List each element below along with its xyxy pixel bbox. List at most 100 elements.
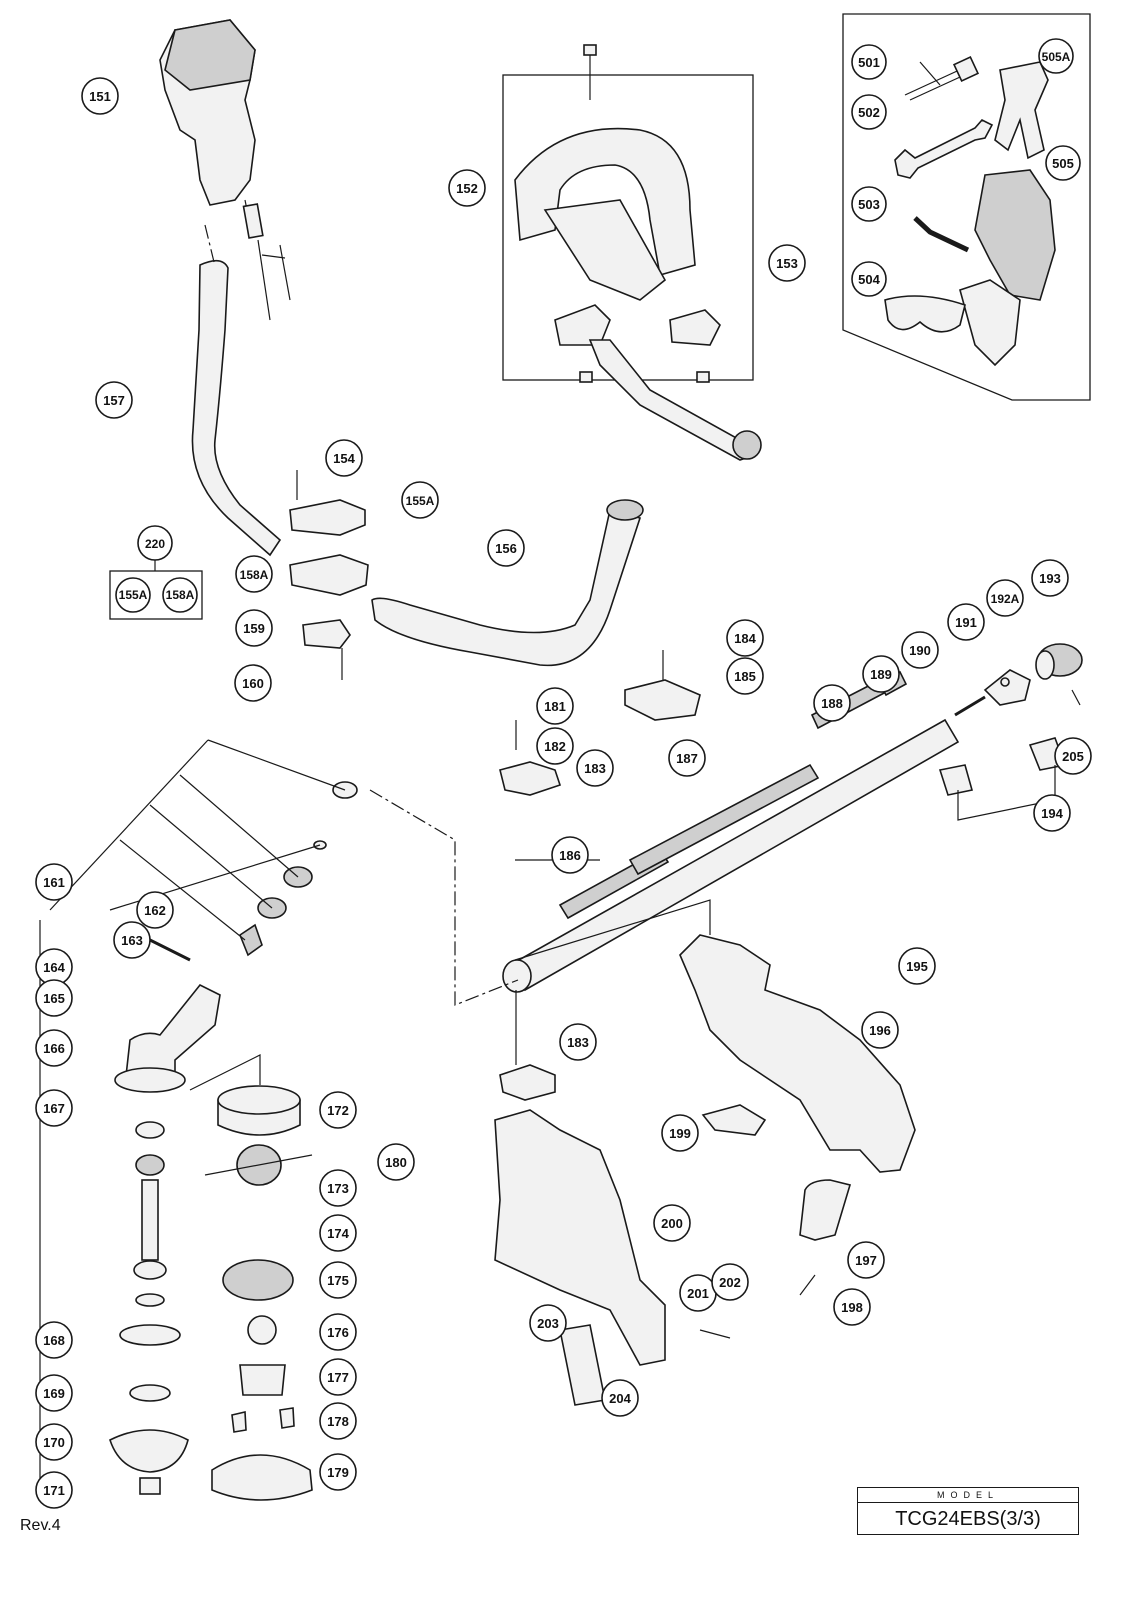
callout-175: 175 xyxy=(319,1261,357,1299)
callout-label: 158A xyxy=(240,568,269,582)
callout-193: 193 xyxy=(1031,559,1069,597)
callout-label: 505 xyxy=(1052,156,1074,171)
shoulder-harness-505 xyxy=(959,169,1056,367)
callout-178: 178 xyxy=(319,1402,357,1440)
callout-label: 189 xyxy=(870,667,892,682)
callout-169: 169 xyxy=(35,1374,73,1412)
callout-187: 187 xyxy=(668,739,706,777)
callout-label: 162 xyxy=(144,903,166,918)
callout-158A: 158A xyxy=(235,555,273,593)
model-caption: MODEL xyxy=(858,1488,1078,1503)
callout-196: 196 xyxy=(861,1011,899,1049)
callout-200: 200 xyxy=(653,1204,691,1242)
goggles-504 xyxy=(884,295,966,333)
callout-label: 183 xyxy=(584,761,606,776)
callout-156: 156 xyxy=(487,529,525,567)
clips-194 xyxy=(938,737,1067,796)
handle-bar-assembly-152 xyxy=(502,44,762,461)
assembly-lines xyxy=(49,739,1056,1091)
callout-190: 190 xyxy=(901,631,939,669)
callout-layer: 151152153154155A156157158A15916016116216… xyxy=(35,38,1092,1509)
shaft-assembly xyxy=(502,670,986,993)
kit-220-label: 220 xyxy=(145,537,165,551)
callout-157: 157 xyxy=(95,381,133,419)
callout-label: 503 xyxy=(858,197,880,212)
callout-181: 181 xyxy=(536,687,574,725)
callout-199: 199 xyxy=(661,1114,699,1152)
callout-label: 183 xyxy=(567,1035,589,1050)
callout-label: 160 xyxy=(242,676,264,691)
callout-182: 182 xyxy=(536,727,574,765)
lower-clamp-183 xyxy=(499,990,556,1101)
clamp-bracket-192A xyxy=(983,669,1031,706)
callout-label: 185 xyxy=(734,669,756,684)
loop-handle-156 xyxy=(371,499,644,667)
hex-key-503 xyxy=(913,216,970,253)
callout-label: 168 xyxy=(43,1333,65,1348)
trimmer-head-180 xyxy=(204,1085,313,1501)
callout-label: 153 xyxy=(776,256,798,271)
callout-label: 169 xyxy=(43,1386,65,1401)
callout-163: 163 xyxy=(113,921,151,959)
callout-label: 159 xyxy=(243,621,265,636)
callout-label: 202 xyxy=(719,1275,741,1290)
callout-162: 162 xyxy=(136,891,174,929)
callout-202: 202 xyxy=(711,1263,749,1301)
callout-label: 157 xyxy=(103,393,125,408)
clamp-assembly xyxy=(289,470,369,680)
callout-172: 172 xyxy=(319,1091,357,1129)
callout-label: 173 xyxy=(327,1181,349,1196)
callout-label: 182 xyxy=(544,739,566,754)
callout-192A: 192A xyxy=(986,579,1024,617)
revision-label: Rev.4 xyxy=(20,1517,61,1534)
callout-153: 153 xyxy=(768,244,806,282)
callout-167: 167 xyxy=(35,1089,73,1127)
grip-assembly-151 xyxy=(159,19,291,321)
callout-160: 160 xyxy=(234,664,272,702)
callout-159: 159 xyxy=(235,609,273,647)
callout-505: 505 xyxy=(1045,145,1081,181)
callout-185: 185 xyxy=(726,657,764,695)
callout-504: 504 xyxy=(851,261,887,297)
callout-label: 187 xyxy=(676,751,698,766)
callout-label: 184 xyxy=(734,631,756,646)
gear-case-assembly xyxy=(39,781,358,1495)
guard-196 xyxy=(679,934,916,1296)
callout-label: 174 xyxy=(327,1226,349,1241)
callout-label: 195 xyxy=(906,959,928,974)
callout-177: 177 xyxy=(319,1358,357,1396)
callout-205: 205 xyxy=(1054,737,1092,775)
callout-501: 501 xyxy=(851,44,887,80)
callout-194: 194 xyxy=(1033,794,1071,832)
callout-label: 205 xyxy=(1062,749,1084,764)
callout-154: 154 xyxy=(325,439,363,477)
callout-label: 165 xyxy=(43,991,65,1006)
callout-label: 191 xyxy=(955,615,977,630)
callout-label: 171 xyxy=(43,1483,65,1498)
callout-186: 186 xyxy=(551,836,589,874)
callout-168: 168 xyxy=(35,1321,73,1359)
callout-503: 503 xyxy=(851,186,887,222)
callout-183: 183 xyxy=(559,1023,597,1061)
callout-170: 170 xyxy=(35,1423,73,1461)
callout-label: 161 xyxy=(43,875,65,890)
callout-203: 203 xyxy=(529,1304,567,1342)
callout-label: 196 xyxy=(869,1023,891,1038)
callout-label: 154 xyxy=(333,451,355,466)
callout-label: 180 xyxy=(385,1155,407,1170)
handle-pipe-157 xyxy=(191,224,282,557)
callout-label: 198 xyxy=(841,1300,863,1315)
callout-label: 201 xyxy=(687,1286,709,1301)
callout-176: 176 xyxy=(319,1313,357,1351)
callout-174: 174 xyxy=(319,1214,357,1252)
callout-505A: 505A xyxy=(1038,38,1074,74)
callout-label: 504 xyxy=(858,272,880,287)
callout-label: 178 xyxy=(327,1414,349,1429)
callout-173: 173 xyxy=(319,1169,357,1207)
callout-184: 184 xyxy=(726,619,764,657)
callout-152: 152 xyxy=(448,169,486,207)
accessory-box xyxy=(842,13,1091,401)
harness-part-505A xyxy=(994,61,1049,160)
callout-166: 166 xyxy=(35,1029,73,1067)
bushing-193 xyxy=(1035,643,1083,680)
